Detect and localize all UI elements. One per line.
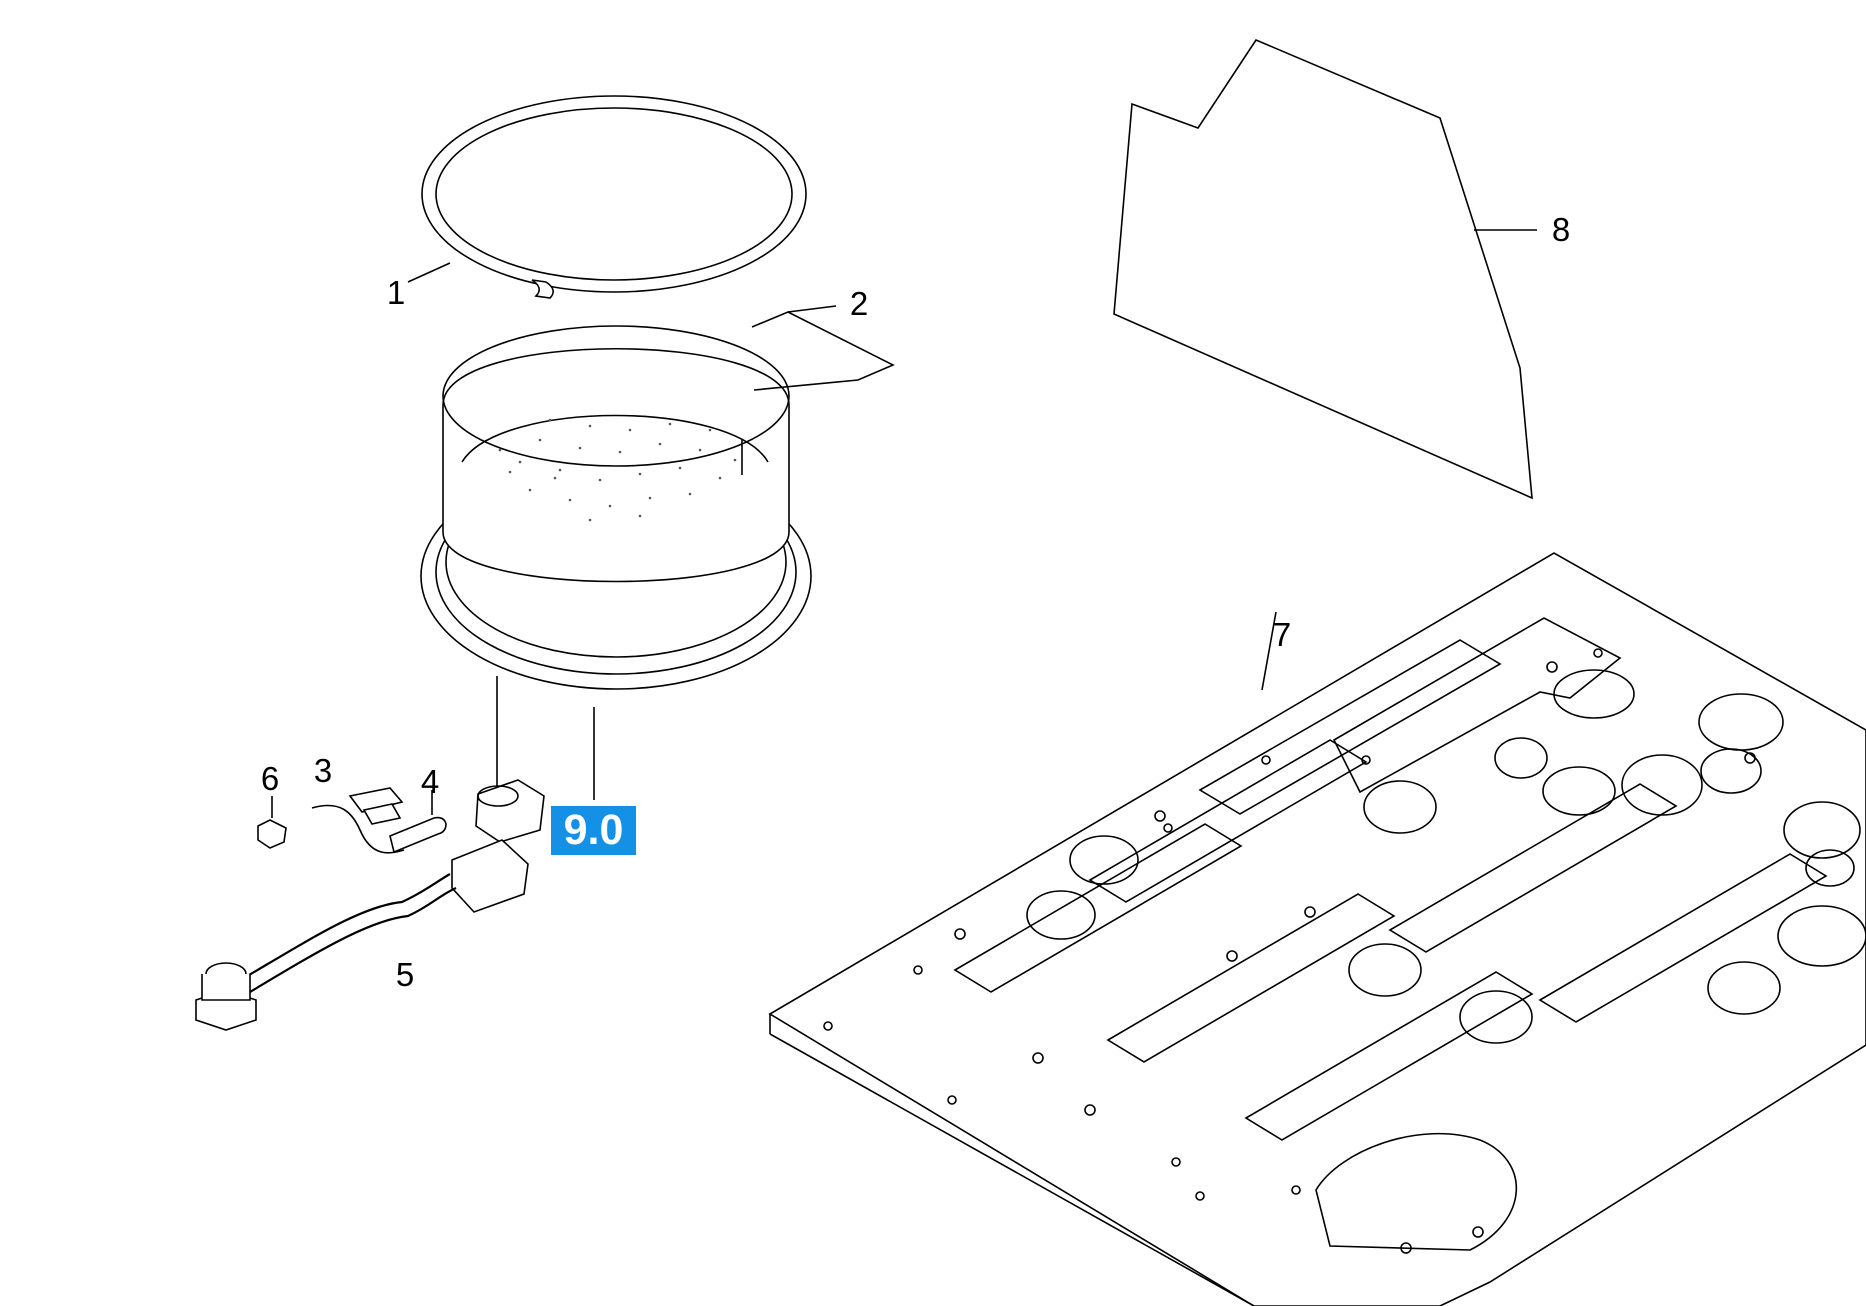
callout-5: 5 <box>396 956 414 993</box>
callout-1: 1 <box>387 274 405 311</box>
part-5-hose-assembly <box>195 676 595 1031</box>
callout-4: 4 <box>421 763 439 800</box>
part-8-panel <box>1113 39 1537 500</box>
callout-6: 6 <box>261 760 279 797</box>
part-7-base-plate <box>768 552 1866 1306</box>
callout-7: 7 <box>1273 616 1291 653</box>
filter-mesh-texture <box>498 418 737 522</box>
part-2-filter-basket <box>420 305 895 690</box>
callout-8: 8 <box>1552 211 1570 248</box>
reference-badge[interactable]: 9.0 <box>551 806 636 855</box>
callout-2: 2 <box>850 285 868 322</box>
part-1-ring <box>407 95 807 299</box>
part-4-sensor-cable <box>389 790 447 854</box>
part-3-clip <box>311 787 405 854</box>
callout-3: 3 <box>314 752 332 789</box>
part-6-small-fitting <box>257 796 287 849</box>
